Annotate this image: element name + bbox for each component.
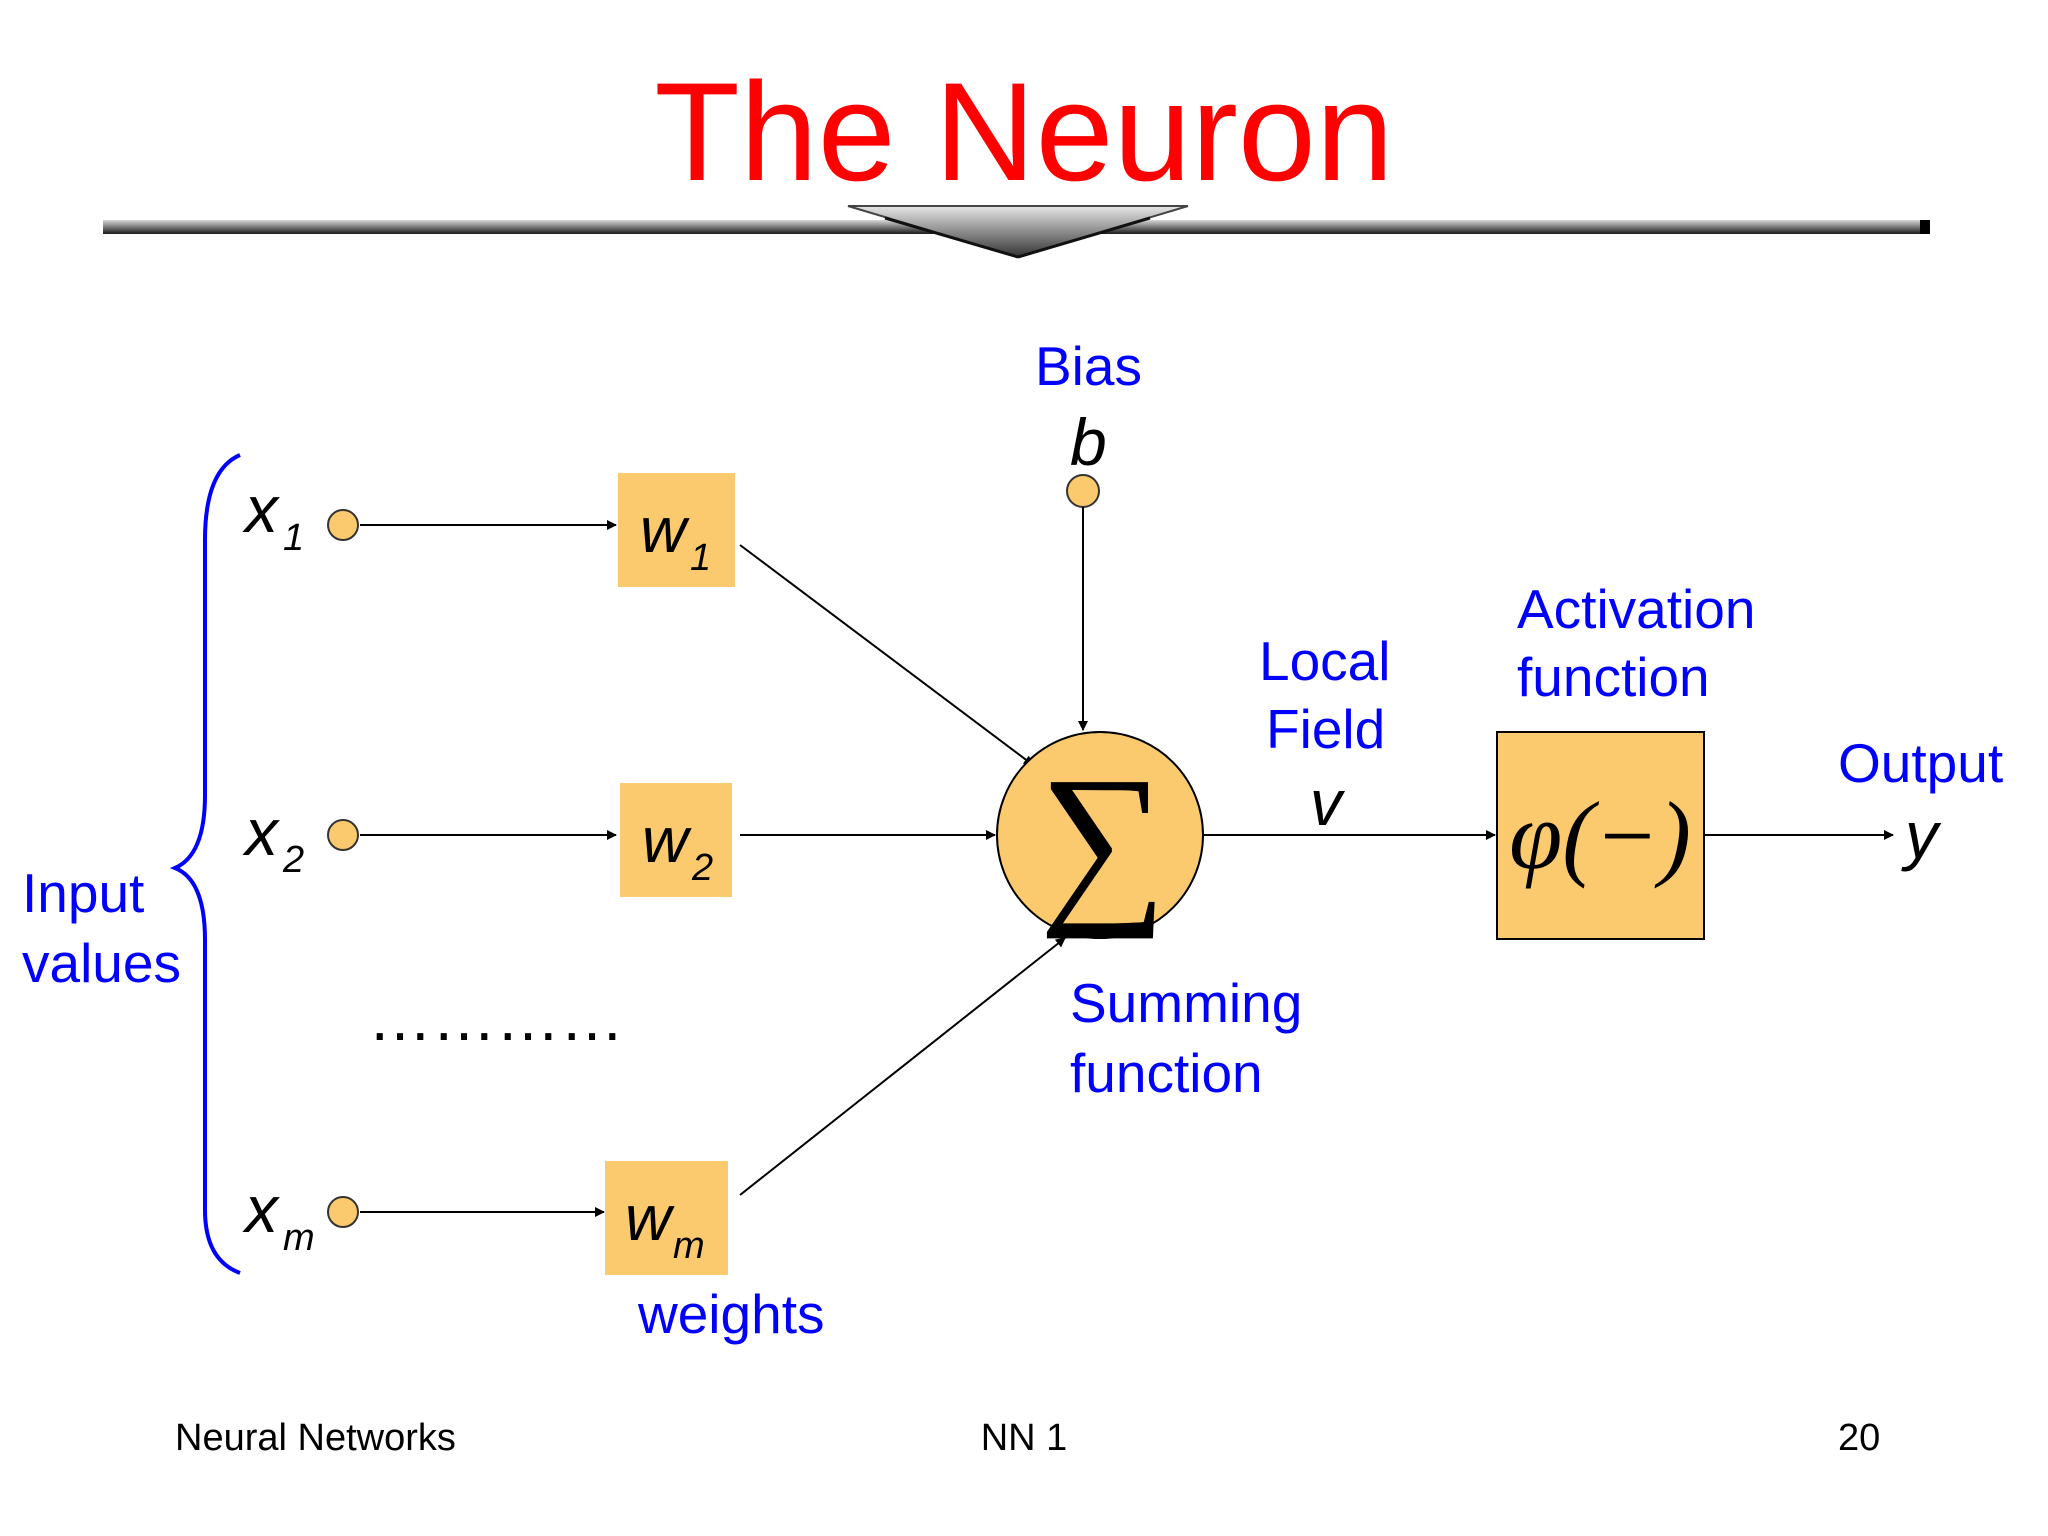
svg-text:x: x	[242, 472, 280, 546]
local-field-symbol: v	[1310, 767, 1346, 839]
weight-box-w1: w 1	[618, 473, 735, 587]
footer-course-name: Neural Networks	[175, 1417, 456, 1459]
input-x2-label: x 2	[242, 795, 304, 881]
output-symbol: y	[1901, 798, 1942, 872]
svg-text:φ(−): φ(−)	[1509, 782, 1691, 889]
input-values-label: Input values	[22, 862, 181, 994]
weights-label: weights	[637, 1283, 824, 1345]
weight-box-w2: w 2	[620, 783, 732, 897]
ellipsis: …………	[368, 982, 624, 1054]
svg-text:m: m	[283, 1217, 315, 1259]
svg-text:w: w	[640, 494, 690, 566]
input-x1-label: x 1	[242, 472, 304, 559]
svg-text:2: 2	[691, 847, 713, 889]
local-field-label: Local Field	[1259, 630, 1406, 760]
activation-function-label: Activation function	[1517, 578, 1771, 708]
svg-text:1: 1	[283, 517, 304, 559]
svg-text:1: 1	[690, 537, 711, 579]
input-values-brace	[169, 453, 241, 1275]
svg-text:w: w	[642, 804, 692, 876]
footer-section: NN 1	[980, 1417, 1068, 1459]
svg-text:w: w	[625, 1182, 675, 1254]
summing-node: ∑	[996, 731, 1204, 939]
slide-title: The Neuron	[654, 53, 1394, 210]
input-node-m	[327, 1196, 359, 1228]
svg-text:m: m	[673, 1225, 705, 1267]
activation-box: φ(−)	[1496, 731, 1705, 940]
bias-symbol: b	[1070, 405, 1107, 479]
bias-label: Bias	[1035, 335, 1142, 397]
svg-text:x: x	[242, 1172, 280, 1246]
output-label: Output	[1838, 732, 2003, 794]
title-underline-bar	[103, 205, 1930, 259]
input-node-1	[327, 509, 359, 541]
weight-box-wm: w m	[605, 1161, 728, 1275]
input-xm-label: x m	[242, 1172, 315, 1259]
svg-text:∑: ∑	[1039, 740, 1167, 939]
svg-text:x: x	[242, 795, 280, 869]
footer-page-number: 20	[1838, 1417, 1881, 1459]
svg-text:2: 2	[282, 839, 304, 881]
bias-node	[1066, 474, 1100, 508]
arrow-wm-to-sum	[739, 937, 1066, 1196]
input-node-2	[327, 819, 359, 851]
summing-function-label: Summing function	[1070, 972, 1318, 1104]
arrow-w1-to-sum	[739, 544, 1034, 766]
